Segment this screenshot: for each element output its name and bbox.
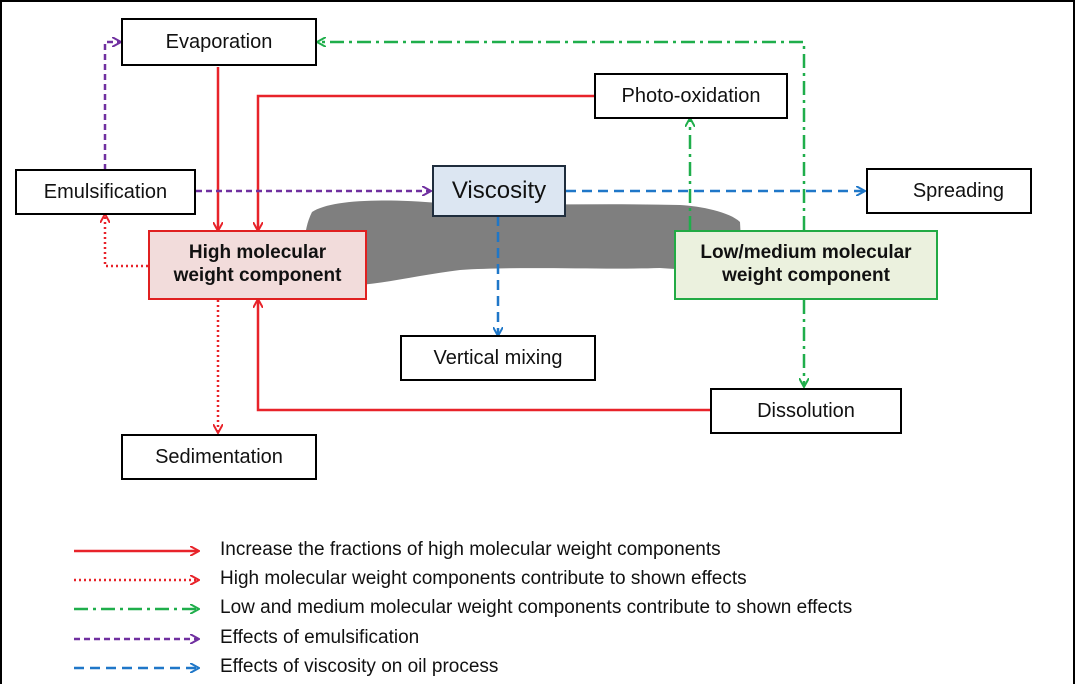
arrow-low-mw-to-evaporation: [318, 42, 806, 230]
arrow-dissolution-to-high-mw: [258, 300, 710, 412]
node-high-mw-line1: High molecular: [188, 242, 327, 264]
node-viscosity: Viscosity: [432, 165, 566, 217]
node-low-mw-component: Low/medium molecular weight component: [674, 230, 938, 300]
node-sedimentation-label: Sedimentation: [155, 446, 283, 468]
arrow-emulsification-to-evaporation: [103, 42, 120, 170]
arrow-photo-oxidation-to-high-mw: [258, 94, 594, 230]
node-photo-oxidation-label: Photo-oxidation: [621, 85, 761, 107]
legend-label-low-medium-mw-contribute: Low and medium molecular weight componen…: [220, 597, 853, 618]
node-spreading: Spreading: [866, 168, 1032, 214]
node-dissolution-label: Dissolution: [757, 400, 855, 422]
node-spreading-label: Spreading: [912, 180, 1004, 202]
node-low-mw-line1: Low/medium molecular: [700, 242, 912, 264]
legend-label-high-mw-contribute: High molecular weight components contrib…: [220, 568, 747, 589]
oil-slick: [304, 200, 742, 286]
legend-label-viscosity-effects: Effects of viscosity on oil process: [220, 656, 499, 677]
node-evaporation: Evaporation: [121, 18, 317, 66]
legend-label-emulsification-effects: Effects of emulsification: [220, 627, 420, 648]
node-vertical-mixing: Vertical mixing: [400, 335, 596, 381]
node-emulsification-label: Emulsification: [43, 181, 168, 203]
node-high-mw-component: High molecular weight component: [148, 230, 367, 300]
node-high-mw-line2: weight component: [173, 265, 342, 286]
node-photo-oxidation: Photo-oxidation: [594, 73, 788, 119]
node-vertical-mixing-label: Vertical mixing: [433, 347, 563, 369]
arrow-high-mw-to-emulsification: [105, 215, 148, 268]
node-low-mw-line2: weight component: [722, 265, 890, 286]
node-evaporation-label: Evaporation: [165, 31, 273, 53]
node-viscosity-label: Viscosity: [451, 176, 547, 204]
legend-label-increase-high-mw: Increase the fractions of high molecular…: [220, 539, 721, 560]
node-dissolution: Dissolution: [710, 388, 902, 434]
node-sedimentation: Sedimentation: [121, 434, 317, 480]
node-emulsification: Emulsification: [15, 169, 196, 215]
